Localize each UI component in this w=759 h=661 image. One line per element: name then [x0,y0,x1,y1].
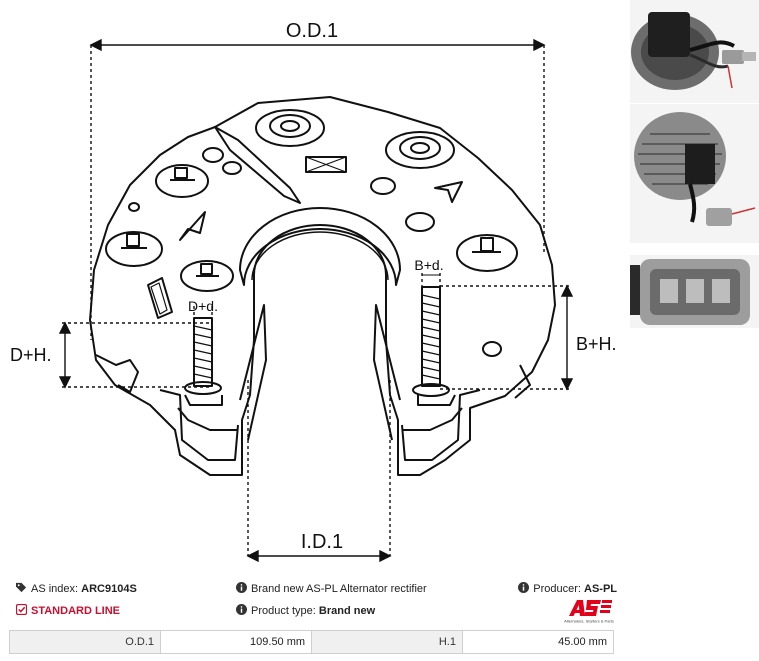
product-photo-top[interactable] [630,0,759,103]
info-icon [236,604,247,615]
as-pl-logo: Alternators, Starters & Parts [564,600,614,624]
product-type-row: Product type: Brand new [236,604,375,618]
producer-row: Producer: AS-PL [518,582,617,596]
product-type-value: Brand new [318,605,376,617]
connector-photo[interactable] [630,255,759,328]
logo-tagline: Alternators, Starters & Parts [564,619,614,624]
spec-value-h: 45.00 mm [461,630,615,654]
as-index-row: AS index: ARC9104S [16,582,137,596]
brand-new-row: Brand new AS-PL Alternator rectifier [236,582,427,596]
producer-label: Producer: [533,583,581,595]
screw-right [412,286,450,397]
screw-left [184,317,222,395]
tag-icon [16,582,27,593]
dh-label: D+H. [10,345,52,365]
as-index-value: ARC9104S [81,583,137,595]
table-row: O.D.1 109.50 mm H.1 45.00 mm [8,630,615,654]
info-icon [236,582,247,593]
od-label: O.D.1 [286,20,338,42]
check-square-icon [16,604,27,615]
standard-line-text: STANDARD LINE [31,605,121,617]
product-type-label: Product type: [251,605,316,617]
dd-label: D+d. [188,298,218,314]
product-photo-side[interactable] [630,104,759,243]
id-label: I.D.1 [301,531,343,553]
info-icon [518,582,530,593]
rectifier-outline [89,96,556,476]
producer-value: AS-PL [584,583,617,595]
specs-table: O.D.1 109.50 mm H.1 45.00 mm [8,630,615,654]
brand-new-text: Brand new AS-PL Alternator rectifier [251,583,427,595]
bh-label: B+H. [576,334,617,354]
bore-rim [239,207,401,286]
spec-key-od: O.D.1 [8,630,162,654]
as-index-label: AS index: [31,583,79,595]
standard-line-badge: STANDARD LINE [16,604,120,618]
spec-key-h: H.1 [311,630,463,654]
rectifier-technical-drawing: O.D.1 I.D.1 D+H. B+H. D+d. B+d. [10,20,617,563]
spec-value-od: 109.50 mm [160,630,313,654]
bd-label: B+d. [414,257,443,273]
